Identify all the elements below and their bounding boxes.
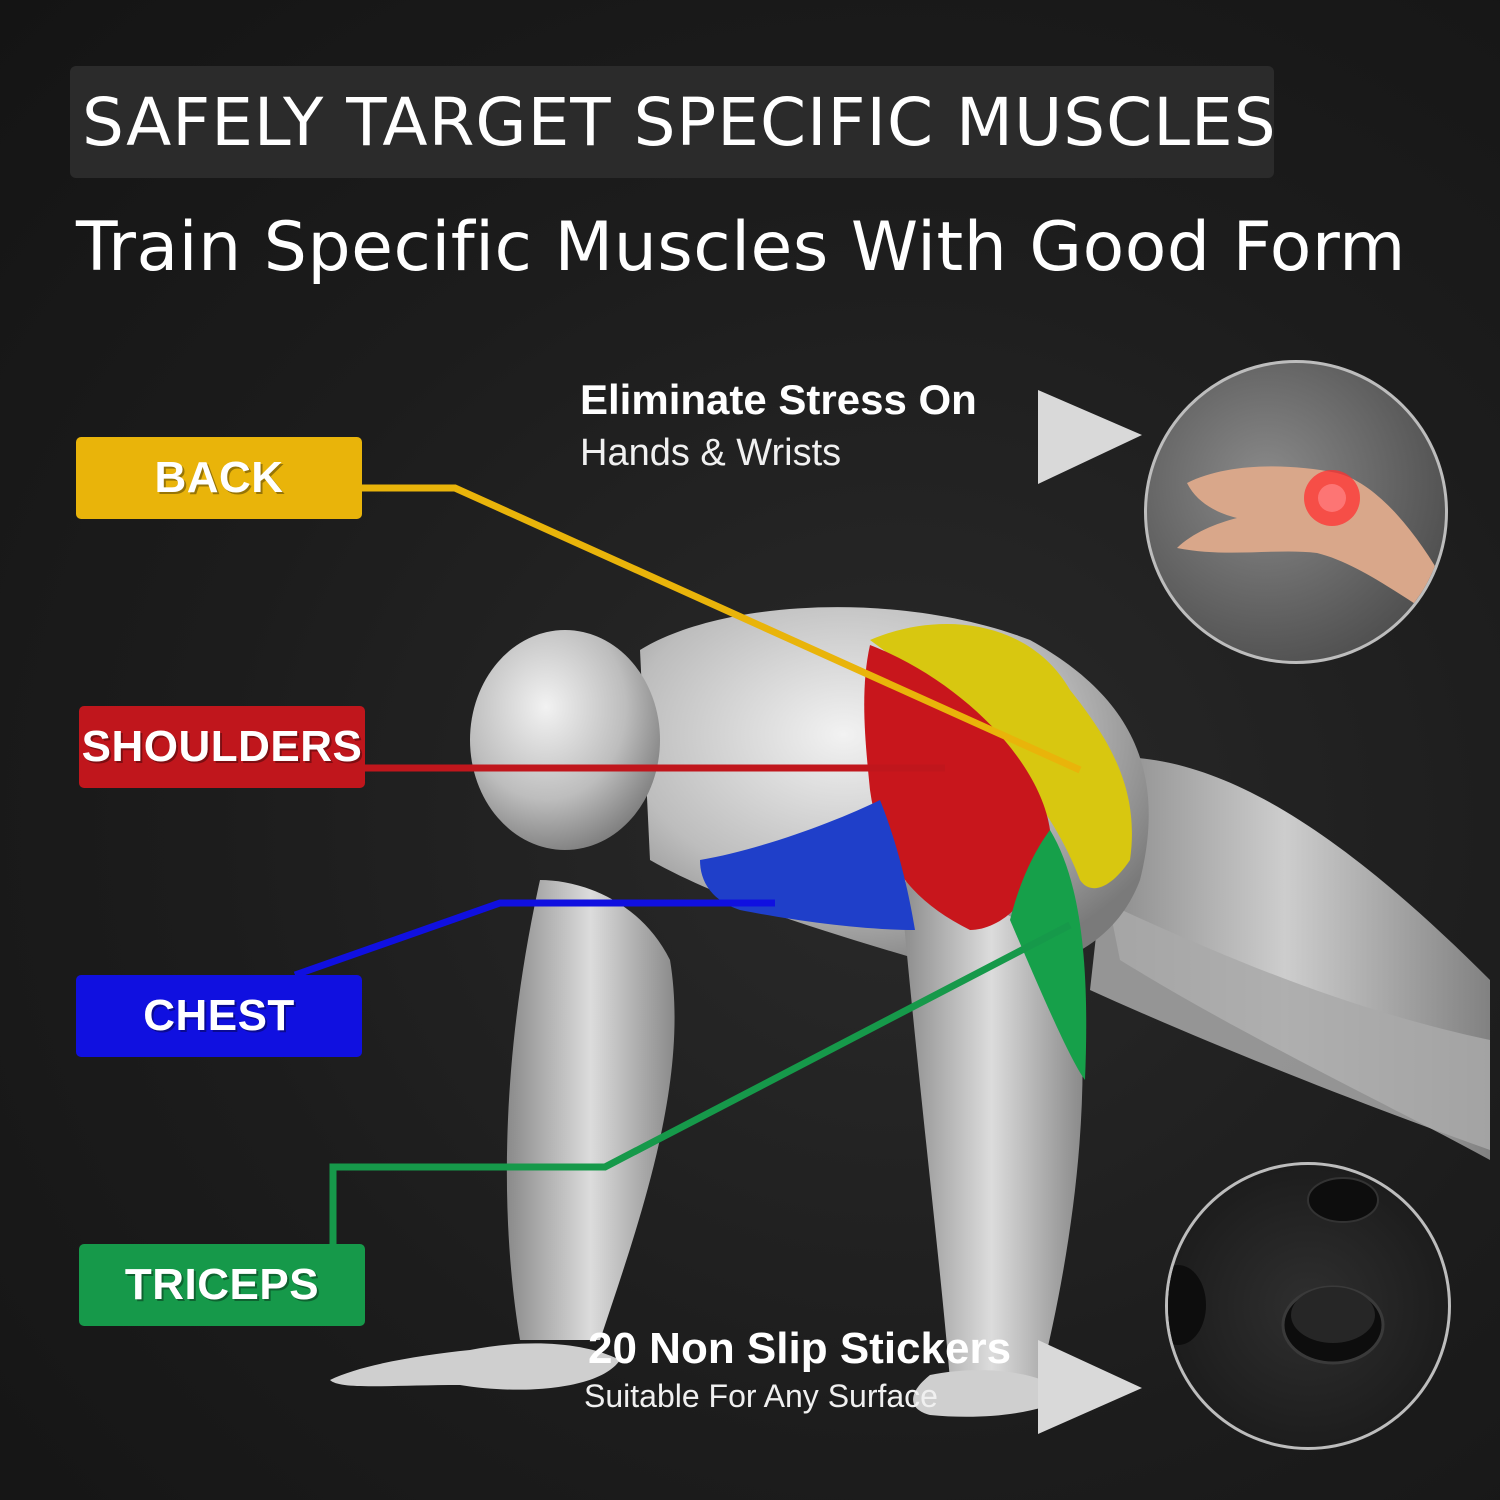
label-chest-text: CHEST bbox=[143, 991, 295, 1040]
play-arrow-icon bbox=[1038, 390, 1142, 484]
label-back: BACK bbox=[76, 437, 362, 519]
label-triceps: TRICEPS bbox=[79, 1244, 365, 1326]
title-banner: SAFELY TARGET SPECIFIC MUSCLES bbox=[70, 66, 1277, 178]
stress-note-subtext: Hands & Wrists bbox=[580, 432, 842, 474]
stress-note-heading: Eliminate Stress On bbox=[580, 376, 977, 423]
label-back-text: BACK bbox=[154, 453, 284, 502]
label-chest: CHEST bbox=[76, 975, 362, 1057]
label-shoulders-text: SHOULDERS bbox=[81, 722, 363, 771]
arm-shape bbox=[900, 880, 1083, 1380]
triceps-connector-line bbox=[329, 921, 1072, 1245]
label-triceps-text: TRICEPS bbox=[124, 1260, 320, 1309]
chest-connector-line bbox=[293, 899, 775, 979]
page-subtitle: Train Specific Muscles With Good Form bbox=[76, 208, 1406, 287]
non-slip-sticker-photo-icon bbox=[1165, 1162, 1451, 1450]
stickers-note-heading: 20 Non Slip Stickers bbox=[588, 1324, 1012, 1373]
arm-shape bbox=[506, 880, 675, 1340]
hand-photo-shape bbox=[1177, 466, 1445, 623]
sticker-bump bbox=[1307, 1177, 1379, 1223]
page-title: SAFELY TARGET SPECIFIC MUSCLES bbox=[82, 83, 1277, 161]
triceps-muscle-highlight bbox=[1010, 830, 1087, 1080]
hand-shape bbox=[330, 1343, 620, 1390]
label-shoulders: SHOULDERS bbox=[79, 706, 365, 788]
play-arrow-icon bbox=[1038, 1340, 1142, 1434]
sticker-bump bbox=[1168, 1265, 1206, 1345]
hand-shape bbox=[913, 1370, 1070, 1417]
chest-muscle-highlight bbox=[700, 800, 915, 930]
back-connector-line bbox=[360, 484, 1082, 774]
shoulder-muscle-highlight bbox=[864, 645, 1050, 930]
head-shape bbox=[470, 630, 660, 850]
stickers-note-subtext: Suitable For Any Surface bbox=[584, 1378, 938, 1414]
leg-shape bbox=[1090, 900, 1490, 1150]
wrist-pain-photo-icon bbox=[1144, 360, 1448, 664]
